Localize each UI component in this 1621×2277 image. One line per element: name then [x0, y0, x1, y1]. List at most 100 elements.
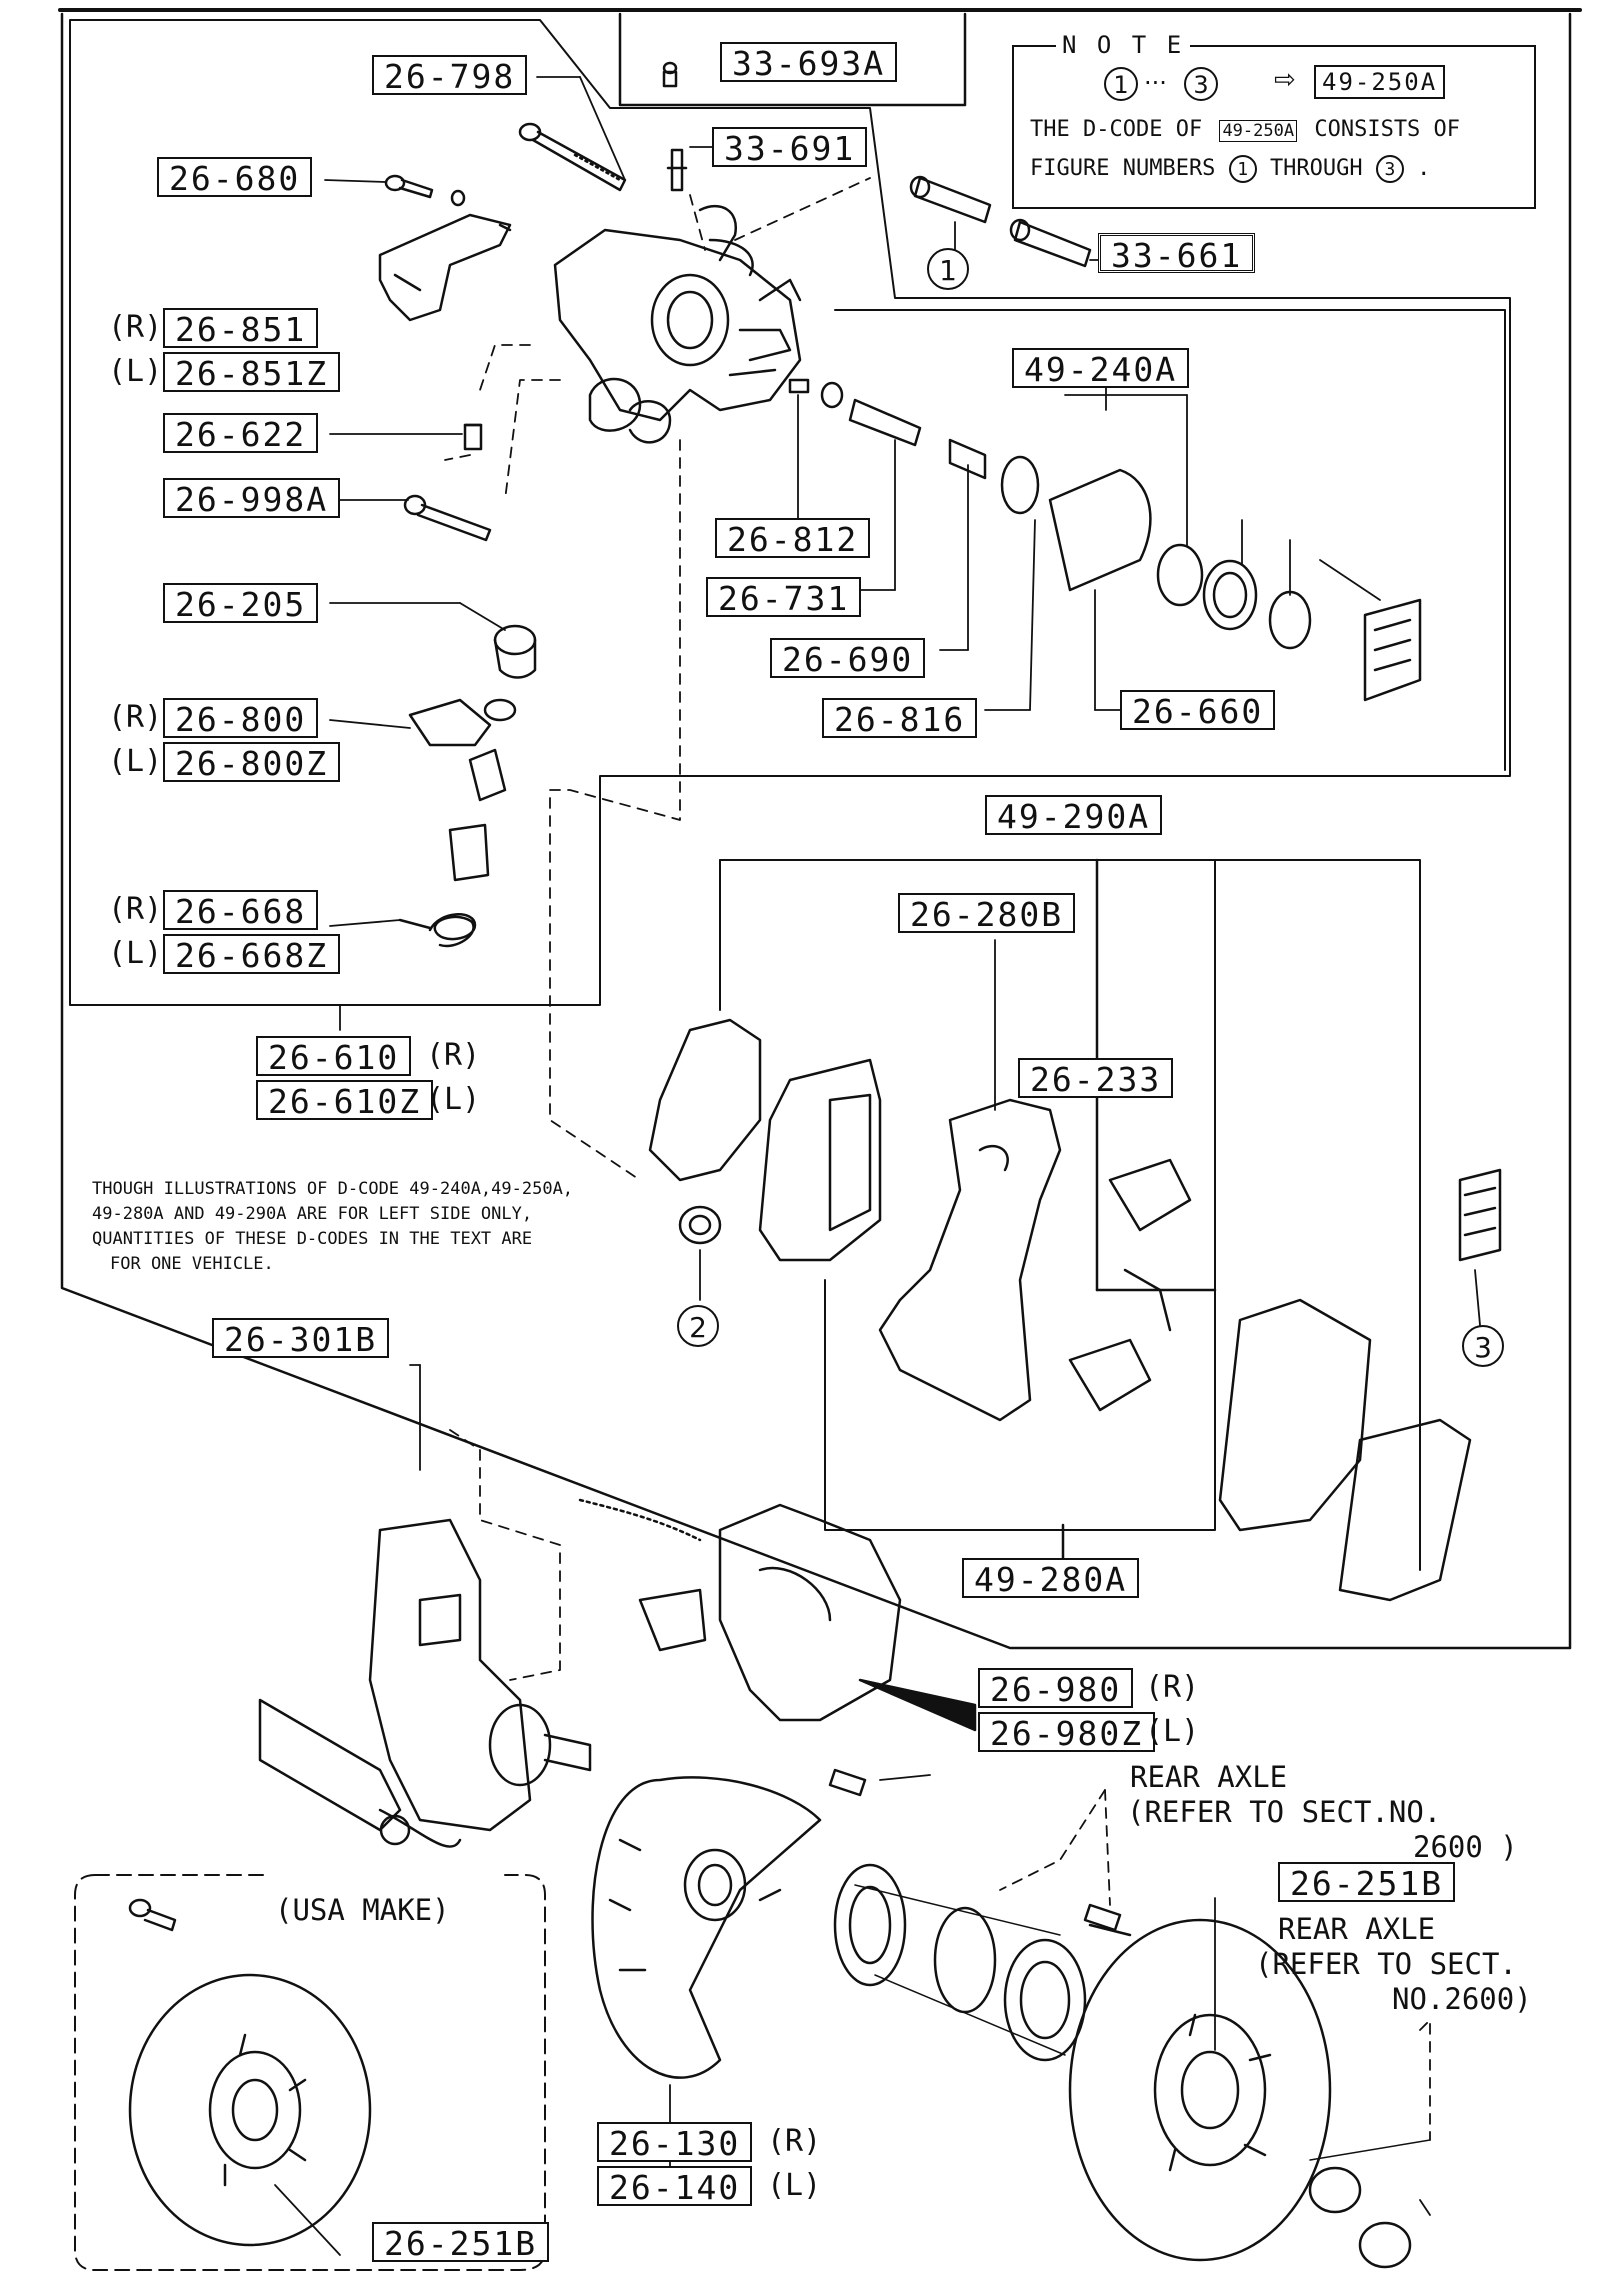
- part-label-33-691: 33-691: [712, 127, 868, 168]
- footnote-line4: FOR ONE VEHICLE.: [110, 1254, 274, 1274]
- part-label-26-668Z: 26-668Z: [163, 934, 341, 975]
- nut-drawing: [448, 823, 490, 882]
- rear-axle-upper-line2: (REFER TO SECT.NO.: [1127, 1795, 1442, 1829]
- piston-kit-drawing: [788, 378, 1422, 702]
- part-label-26-851: 26-851: [163, 308, 319, 349]
- bleeder-screw-drawing: [666, 148, 688, 192]
- part-label-26-251B-left: 26-251B: [372, 2222, 550, 2263]
- rear-axle-lower-line3: NO.2600): [1392, 1982, 1532, 2016]
- part-label-49-240A: 49-240A: [1012, 348, 1190, 389]
- shield-bolt-drawing: [828, 1768, 1132, 1937]
- brake-pads-drawing: [648, 1018, 1502, 1602]
- side-l-26-800Z: (L): [108, 744, 163, 779]
- pads-280A-frame: [824, 859, 1216, 1531]
- part-label-26-205: 26-205: [163, 583, 319, 624]
- rear-axle-upper-line1: REAR AXLE: [1130, 1760, 1288, 1794]
- side-r-26-610: (R): [426, 1038, 481, 1073]
- rear-axle-lower-line2: (REFER TO SECT.: [1255, 1947, 1517, 1981]
- note-dcode-label: 49-250A: [1314, 65, 1446, 99]
- note-range-start-circle: 1: [1104, 67, 1138, 101]
- lever-26-800-drawing: [408, 698, 517, 802]
- footnote-line1: THOUGH ILLUSTRATIONS OF D-CODE 49-240A,4…: [92, 1179, 574, 1199]
- side-l-26-851Z: (L): [108, 354, 163, 389]
- part-label-26-610: 26-610: [256, 1036, 412, 1077]
- part-label-26-301B: 26-301B: [212, 1318, 390, 1359]
- note-title: N O T E: [1056, 31, 1191, 59]
- assembly-dashed-lines: [444, 177, 871, 1681]
- sleeve-26-205-drawing: [493, 624, 537, 679]
- note-line2-mid: THROUGH: [1269, 156, 1363, 181]
- part-label-26-660: 26-660: [1120, 690, 1276, 731]
- note-arrow-icon: ⇨: [1274, 65, 1296, 95]
- note-range-separator: ···: [1144, 69, 1167, 97]
- part-label-26-251B-right: 26-251B: [1278, 1862, 1456, 1903]
- side-l-26-668Z: (L): [108, 936, 163, 971]
- caliper-housing-drawing: [553, 204, 802, 444]
- guide-pin-drawing: [909, 175, 1092, 268]
- part-label-26-233: 26-233: [1018, 1058, 1174, 1099]
- usa-make-label: (USA MAKE): [275, 1893, 450, 1927]
- cap-33-693A-drawing: [662, 61, 678, 88]
- caliper-assembly-drawing: [578, 1498, 977, 1732]
- part-label-26-798: 26-798: [372, 55, 528, 96]
- note-line2-circle3: 3: [1375, 155, 1404, 183]
- bolt-26-622-drawing: [463, 423, 483, 451]
- footnote-line3: QUANTITIES OF THESE D-CODES IN THE TEXT …: [92, 1229, 533, 1249]
- caliper-bracket-drawing: [878, 1098, 1062, 1422]
- note-line2-circle1: 1: [1228, 155, 1257, 183]
- pads-290A-frame: [719, 859, 1421, 1571]
- side-l-26-610Z: (L): [426, 1082, 481, 1117]
- rear-axle-lower-line1: REAR AXLE: [1278, 1912, 1436, 1946]
- callout-1: 1: [927, 248, 969, 290]
- callout-3: 3: [1462, 1325, 1504, 1367]
- side-r-26-800: (R): [108, 700, 163, 735]
- note-line2: FIGURE NUMBERS 1 THROUGH 3 .: [1030, 155, 1430, 183]
- note-range-end-circle: 3: [1184, 67, 1218, 101]
- part-label-26-980: 26-980: [978, 1668, 1134, 1709]
- part-label-33-693A: 33-693A: [720, 42, 898, 83]
- anti-rattle-clip-drawing: [1068, 1158, 1192, 1412]
- side-r-26-668: (R): [108, 892, 163, 927]
- note-box: N O T E 1 ··· 3 ⇨ 49-250A THE D-CODE OF …: [1012, 31, 1536, 209]
- part-label-26-280B: 26-280B: [898, 893, 1076, 934]
- top-box-frame: [618, 12, 967, 107]
- part-label-26-816: 26-816: [822, 698, 978, 739]
- part-label-33-661: 33-661: [1098, 233, 1256, 275]
- note-line1-suffix: CONSISTS OF: [1314, 117, 1461, 142]
- outer-group-frame: [60, 12, 1572, 1650]
- part-label-49-290A: 49-290A: [985, 795, 1163, 836]
- usa-make-frame: [74, 1874, 546, 2271]
- note-line2-prefix: FIGURE NUMBERS: [1030, 156, 1216, 181]
- note-line1: THE D-CODE OF 49-250A CONSISTS OF: [1030, 117, 1460, 142]
- spring-26-668-drawing: [398, 913, 477, 948]
- part-label-26-140: 26-140: [597, 2166, 753, 2207]
- kit-leader-lines: [797, 364, 1381, 711]
- note-line2-end: .: [1417, 156, 1431, 181]
- part-label-26-680: 26-680: [157, 157, 313, 198]
- hub-bearing-drawing: [833, 1863, 1087, 2062]
- footnote-line2: 49-280A AND 49-290A ARE FOR LEFT SIDE ON…: [92, 1204, 533, 1224]
- part-label-26-668: 26-668: [163, 890, 319, 931]
- callout-2: 2: [677, 1305, 719, 1347]
- left-brake-disc-drawing: [128, 1898, 372, 2247]
- note-line1-code: 49-250A: [1219, 120, 1298, 142]
- bolt-26-998A-drawing: [403, 494, 492, 542]
- part-label-26-980Z: 26-980Z: [978, 1712, 1156, 1753]
- part-label-26-622: 26-622: [163, 413, 319, 454]
- side-r-26-851: (R): [108, 310, 163, 345]
- kit-240A-frame: [834, 309, 1506, 771]
- bolt-26-798-drawing: [518, 122, 627, 192]
- part-label-26-812: 26-812: [715, 518, 871, 559]
- note-line1-prefix: THE D-CODE OF: [1030, 117, 1203, 142]
- right-brake-disc-drawing: [1068, 1918, 1431, 2269]
- side-l-26-980Z: (L): [1145, 1714, 1200, 1749]
- knuckle-assembly-drawing: [258, 1518, 592, 1848]
- part-label-26-800: 26-800: [163, 698, 319, 739]
- part-label-26-800Z: 26-800Z: [163, 742, 341, 783]
- part-label-49-280A: 49-280A: [962, 1558, 1140, 1599]
- part-label-26-690: 26-690: [770, 638, 926, 679]
- side-r-26-130: (R): [767, 2124, 822, 2159]
- side-r-26-980: (R): [1145, 1670, 1200, 1705]
- bracket-drawing: [378, 213, 512, 322]
